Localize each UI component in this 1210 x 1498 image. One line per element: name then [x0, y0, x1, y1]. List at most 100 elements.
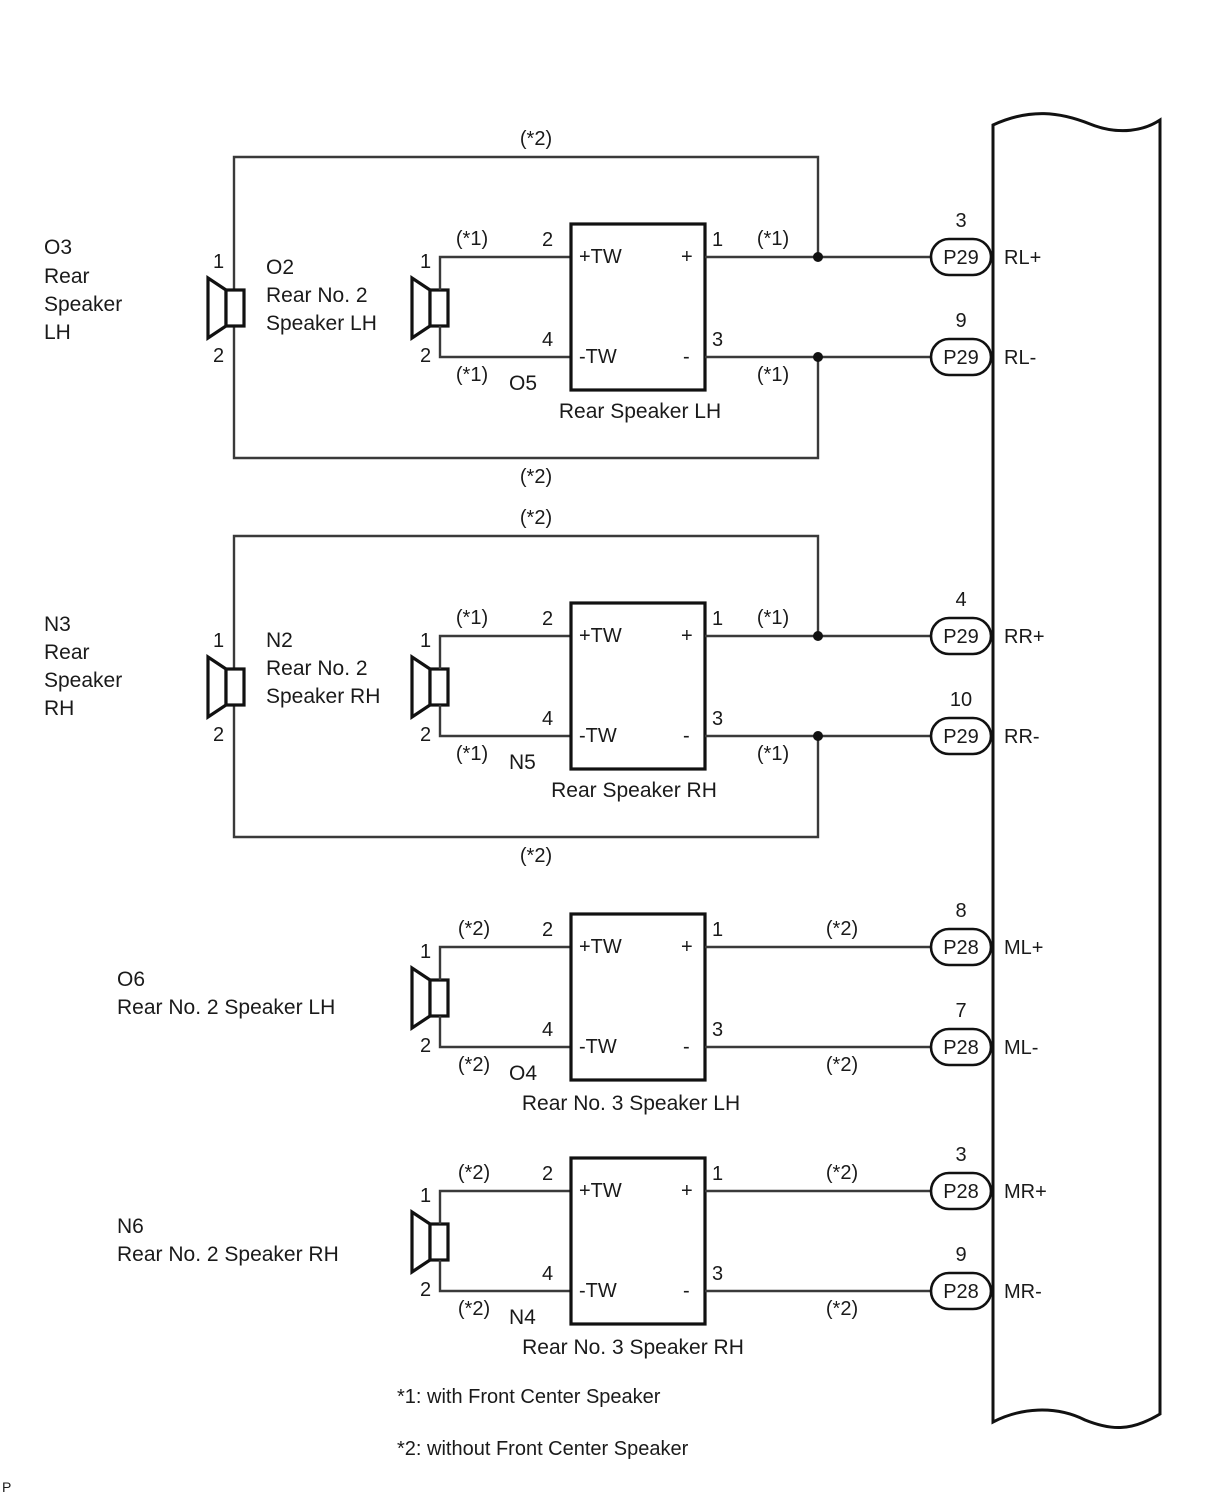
- signal-label: MR-: [1004, 1281, 1042, 1303]
- pin-number: 2: [420, 1279, 431, 1301]
- terminal-label: +: [681, 1180, 693, 1202]
- component-name: RH: [44, 697, 74, 720]
- pin-number: 2: [542, 1163, 553, 1185]
- speaker-unit-box: [569, 1156, 707, 1326]
- note-label: (*2): [826, 1162, 858, 1184]
- terminal-label: -: [683, 1280, 690, 1302]
- pin-number: 2: [420, 345, 431, 367]
- pin-number: 1: [712, 229, 723, 251]
- terminal-label: -: [683, 1036, 690, 1058]
- wire: [438, 255, 571, 290]
- junction-dot: [813, 631, 823, 641]
- bypass-wire: [232, 705, 820, 839]
- note-label: (*1): [757, 607, 789, 629]
- component-code: N2: [266, 629, 293, 652]
- wire: [438, 1189, 571, 1224]
- wire: [438, 1260, 571, 1293]
- pin-number: 9: [955, 310, 966, 332]
- signal-label: RL-: [1004, 347, 1036, 369]
- speaker-unit-box: [569, 222, 707, 392]
- pin-number: 8: [955, 900, 966, 922]
- component-name: Speaker RH: [266, 685, 380, 708]
- pin-number: 1: [712, 919, 723, 941]
- terminal-label: +TW: [579, 246, 622, 268]
- pin-number: 2: [213, 345, 224, 367]
- connector-badge: [929, 1171, 993, 1211]
- speaker-icon: [410, 275, 450, 341]
- pin-number: 4: [542, 1019, 553, 1041]
- component-name: Rear No. 2 Speaker RH: [117, 1243, 339, 1266]
- terminal-label: -TW: [579, 346, 617, 368]
- terminal-label: +TW: [579, 936, 622, 958]
- note-label: (*1): [456, 364, 488, 386]
- speaker-icon: [410, 965, 450, 1031]
- terminal-label: +: [681, 246, 693, 268]
- component-code: O6: [117, 968, 145, 991]
- connector-code: P29: [943, 626, 979, 648]
- connector-badge: [929, 1271, 993, 1311]
- component-code: N5: [509, 751, 536, 774]
- note-label: (*1): [757, 364, 789, 386]
- speaker-unit-box: [569, 912, 707, 1082]
- bypass-wire: [232, 155, 820, 290]
- pin-number: 2: [420, 724, 431, 746]
- note-label: (*2): [520, 466, 552, 488]
- component-name: LH: [44, 321, 71, 344]
- note-label: (*1): [456, 607, 488, 629]
- component-name: Speaker: [44, 669, 122, 692]
- component-name: Rear No. 2: [266, 657, 368, 680]
- pin-number: 2: [420, 1035, 431, 1057]
- component-name: Rear No. 3 Speaker RH: [522, 1336, 744, 1359]
- bypass-wire: [232, 534, 820, 669]
- connector-code: P28: [943, 937, 979, 959]
- connector-code: P29: [943, 726, 979, 748]
- note-label: (*2): [826, 1298, 858, 1320]
- connector-code: P28: [943, 1281, 979, 1303]
- component-name: Rear No. 2 Speaker LH: [117, 996, 335, 1019]
- component-code: O4: [509, 1062, 537, 1085]
- pin-number: 2: [542, 229, 553, 251]
- terminal-label: +: [681, 625, 693, 647]
- signal-label: RR+: [1004, 626, 1045, 648]
- pin-number: 7: [955, 1000, 966, 1022]
- pin-number: 1: [712, 608, 723, 630]
- pin-number: 4: [542, 1263, 553, 1285]
- wire: [438, 705, 571, 738]
- terminal-label: +TW: [579, 625, 622, 647]
- group-rear-no3-speaker-rh: 1 2 N6 Rear No. 2 Speaker RH (*2) (*2) 2…: [117, 1144, 1047, 1359]
- pin-number: 2: [542, 919, 553, 941]
- note-label: (*2): [826, 918, 858, 940]
- note-label: (*2): [458, 1054, 490, 1076]
- pin-number: 3: [712, 708, 723, 730]
- signal-label: RR-: [1004, 726, 1040, 748]
- note-label: (*2): [520, 507, 552, 529]
- group-rear-no3-speaker-lh: 1 2 O6 Rear No. 2 Speaker LH (*2) (*2) 2…: [117, 900, 1043, 1115]
- pin-number: 4: [955, 589, 966, 611]
- pin-number: 1: [420, 630, 431, 652]
- terminal-label: -TW: [579, 725, 617, 747]
- signal-label: ML+: [1004, 937, 1043, 959]
- pin-number: 3: [712, 1263, 723, 1285]
- speaker-icon: [410, 1209, 450, 1275]
- terminal-label: -TW: [579, 1280, 617, 1302]
- pin-number: 2: [213, 724, 224, 746]
- note-label: (*1): [456, 743, 488, 765]
- junction-dot: [813, 352, 823, 362]
- component-code: N4: [509, 1306, 536, 1329]
- group-rear-speaker-rh: (*2) (*2) 1 2 N3 Rear Speaker RH 1 2 N2 …: [44, 507, 1045, 867]
- wire: [438, 1016, 571, 1049]
- connector-code: P28: [943, 1037, 979, 1059]
- pin-number: 1: [420, 251, 431, 273]
- speaker-icon: [206, 275, 246, 341]
- pin-number: 4: [542, 708, 553, 730]
- legend-item: *2: without Front Center Speaker: [397, 1438, 689, 1460]
- connector-code: P29: [943, 347, 979, 369]
- component-code: O2: [266, 256, 294, 279]
- junction-dot: [813, 252, 823, 262]
- wire: [438, 634, 571, 669]
- bypass-wire: [232, 326, 820, 460]
- note-label: (*2): [458, 1298, 490, 1320]
- component-name: Rear Speaker RH: [551, 779, 717, 802]
- note-label: (*2): [826, 1054, 858, 1076]
- note-label: (*2): [520, 128, 552, 150]
